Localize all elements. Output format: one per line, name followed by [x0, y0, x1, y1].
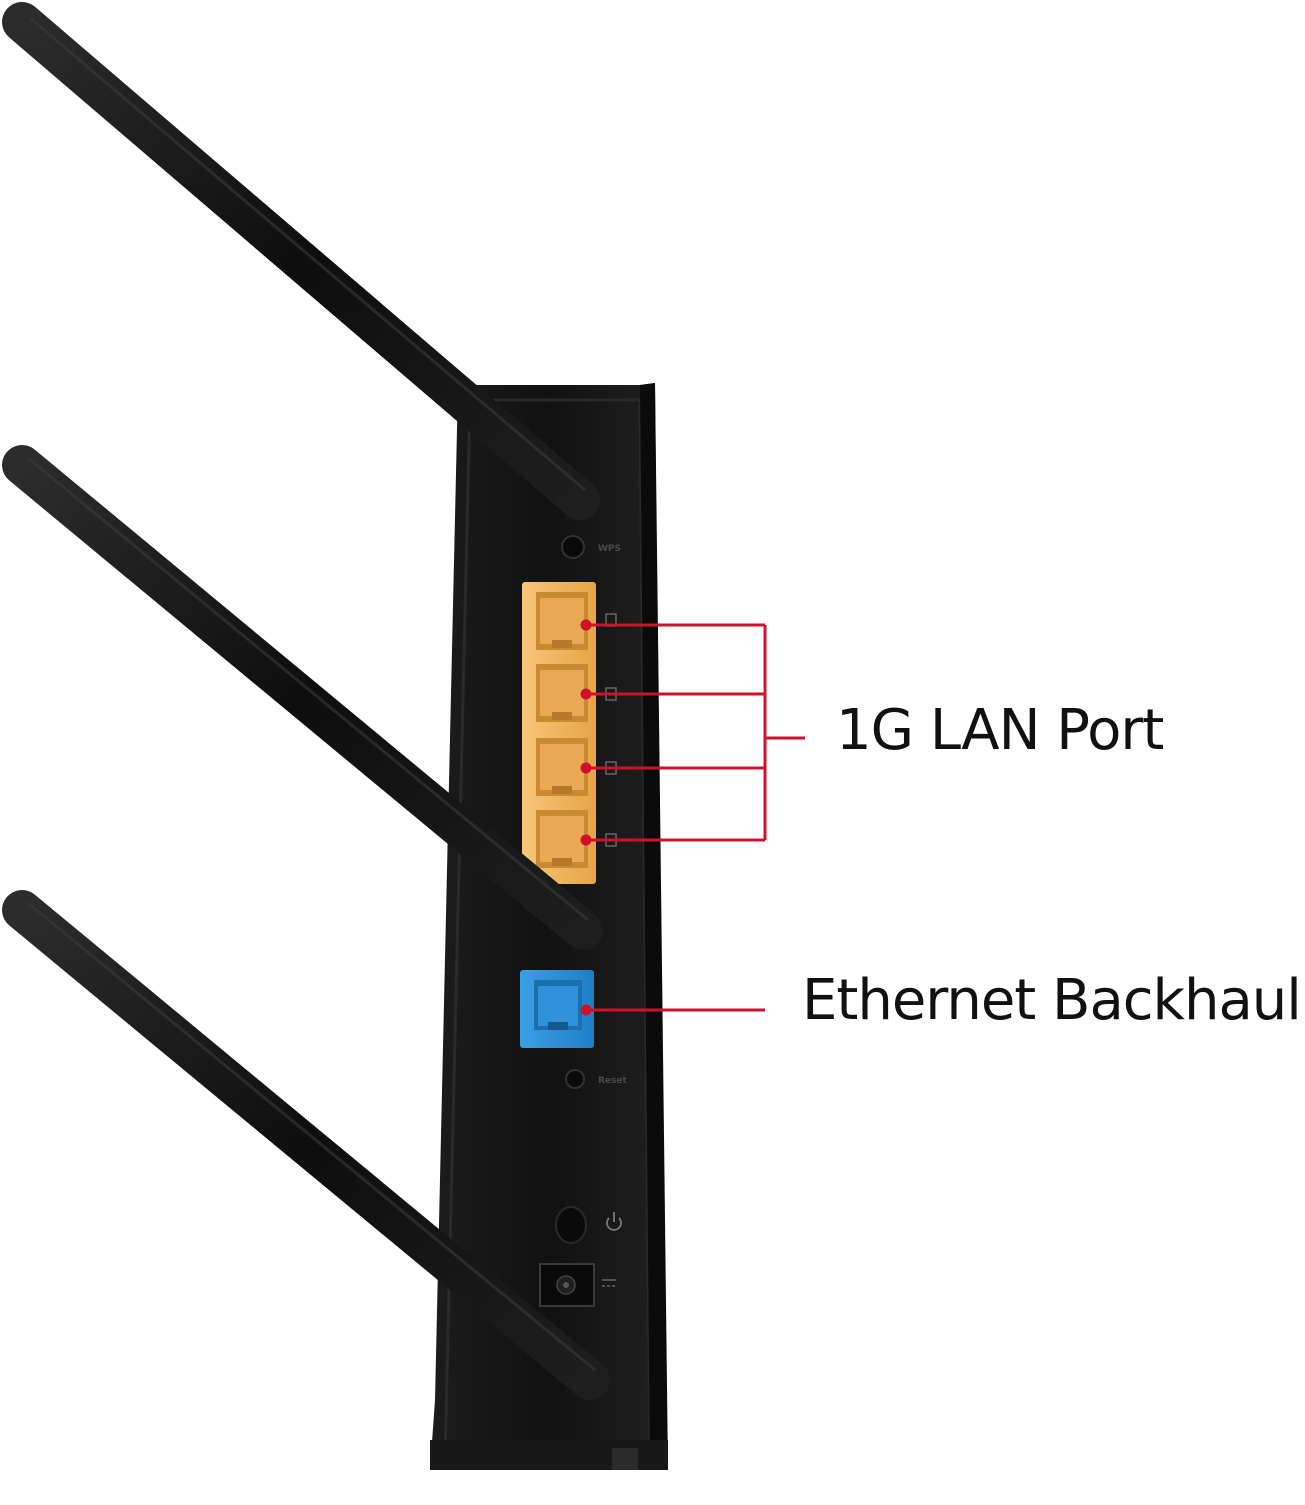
dc-power-jack[interactable] [539, 1263, 595, 1307]
antenna-bottom [2, 890, 610, 1400]
lan-port-block [522, 582, 617, 884]
reset-label: Reset [598, 1076, 627, 1086]
lan-port-2[interactable] [536, 664, 588, 722]
reset-button[interactable] [565, 1069, 585, 1089]
ethernet-backhaul-port[interactable] [520, 970, 594, 1048]
dc-in-icon [602, 1279, 616, 1287]
lan-callout-lines [580, 619, 805, 846]
wps-button[interactable] [561, 535, 585, 559]
lan-port-4[interactable] [536, 810, 588, 868]
ethernet-backhaul-callout-label: Ethernet Backhaul [802, 968, 1302, 1033]
lan-port-1[interactable] [536, 592, 588, 650]
power-button[interactable] [555, 1206, 587, 1244]
antenna-middle [2, 445, 603, 950]
lan-port-callout-label: 1G LAN Port [836, 698, 1164, 763]
wps-label: WPS [598, 544, 621, 554]
lan-port-3[interactable] [536, 738, 588, 796]
antenna-top [2, 2, 600, 520]
backhaul-callout-line [580, 1004, 765, 1016]
power-icon [606, 1212, 622, 1231]
